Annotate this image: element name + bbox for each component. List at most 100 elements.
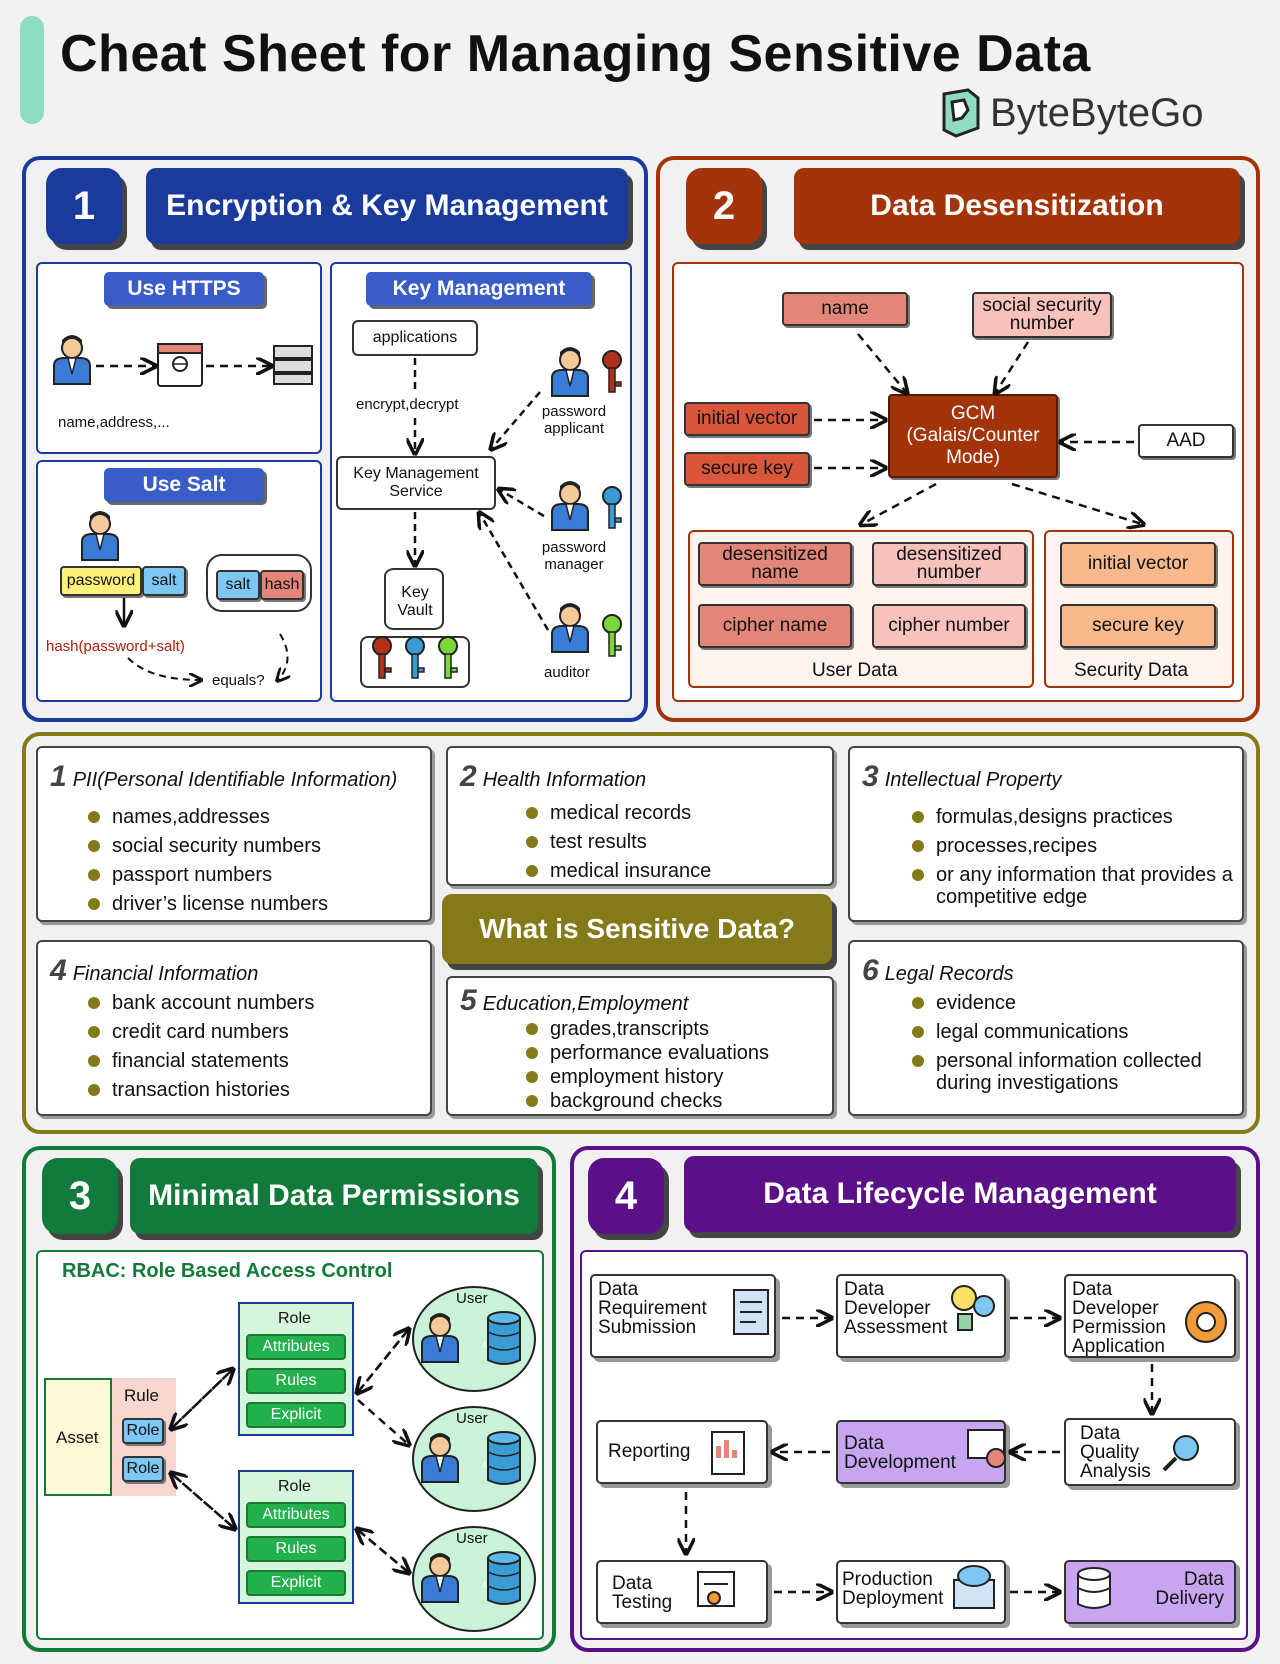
card-health-heading: Health Information bbox=[482, 769, 647, 791]
key-management-service-box: Key Management Service bbox=[336, 456, 496, 510]
card-health-num: 2 bbox=[460, 760, 477, 793]
salt-chip: salt bbox=[142, 566, 186, 596]
rbac-title: RBAC: Role Based Access Control bbox=[62, 1260, 393, 1282]
db-hash-chip: hash bbox=[260, 570, 304, 600]
title-accent-bar bbox=[20, 16, 44, 124]
list-item: processes,recipes bbox=[912, 835, 1238, 857]
list-item: names,addresses bbox=[88, 806, 328, 828]
list-item: background checks bbox=[526, 1090, 769, 1112]
card-pii-heading: PII(Personal Identifiable Information) bbox=[72, 769, 398, 791]
brand-logo: ByteByteGo bbox=[940, 88, 1203, 138]
list-item: legal communications bbox=[912, 1021, 1238, 1043]
section-3-title: Minimal Data Permissions bbox=[130, 1158, 538, 1234]
list-item: grades,transcripts bbox=[526, 1018, 769, 1040]
card-pii-num: 1 bbox=[50, 760, 67, 793]
aad-input: AAD bbox=[1138, 424, 1234, 458]
list-item: credit card numbers bbox=[88, 1021, 314, 1043]
cipher-number: cipher number bbox=[872, 604, 1026, 648]
card-financial-num: 4 bbox=[50, 954, 67, 987]
step-developer-assessment: Data Developer Assessment bbox=[836, 1274, 1006, 1358]
explicit-2: Explicit bbox=[246, 1570, 346, 1596]
step-label: Data Developer Assessment bbox=[844, 1279, 948, 1338]
step-label: Data Developer Permission Application bbox=[1072, 1279, 1166, 1357]
secure-key-input: secure key bbox=[684, 452, 810, 486]
explicit-1: Explicit bbox=[246, 1402, 346, 1428]
equals-text: equals? bbox=[212, 672, 265, 689]
user-data-label: User Data bbox=[812, 660, 898, 681]
step-label: Data Quality Analysis bbox=[1080, 1423, 1151, 1482]
step-label: Data Requirement Submission bbox=[598, 1279, 707, 1338]
step-data-delivery: Data Delivery bbox=[1064, 1560, 1236, 1624]
role-box-2-label: Role bbox=[278, 1478, 311, 1495]
ssn-input: social security number bbox=[972, 292, 1112, 338]
role-box-1-label: Role bbox=[278, 1310, 311, 1327]
key-vault-label: Key Vault bbox=[397, 584, 433, 619]
list-item: test results bbox=[526, 831, 711, 853]
list-item: evidence bbox=[912, 992, 1238, 1014]
user-3-db-label: Attributes bbox=[482, 1581, 516, 1590]
step-label: Reporting bbox=[608, 1441, 691, 1462]
password-manager-label: password manager bbox=[541, 539, 607, 573]
card-education-num: 5 bbox=[460, 984, 477, 1017]
list-item: transaction histories bbox=[88, 1079, 314, 1101]
step-production-deployment: Production Deployment bbox=[836, 1560, 1006, 1624]
applications-box: applications bbox=[352, 320, 478, 356]
card-legal-num: 6 bbox=[862, 954, 879, 987]
key-vault-cylinder bbox=[384, 568, 444, 630]
auditor-label: auditor bbox=[544, 664, 590, 681]
gcm-box: GCM (Galais/Counter Mode) bbox=[888, 394, 1058, 478]
initial-vector-input: initial vector bbox=[684, 402, 810, 436]
desensitized-name: desensitized name bbox=[698, 542, 852, 586]
page-title: Cheat Sheet for Managing Sensitive Data bbox=[60, 25, 1091, 83]
initial-vector-output: initial vector bbox=[1060, 542, 1216, 586]
card-education-heading: Education,Employment bbox=[482, 993, 689, 1015]
secure-key-output: secure key bbox=[1060, 604, 1216, 648]
role-chip-1: Role bbox=[122, 1418, 164, 1444]
use-salt-label: Use Salt bbox=[104, 468, 264, 502]
rules-1: Rules bbox=[246, 1368, 346, 1394]
rules-2: Rules bbox=[246, 1536, 346, 1562]
step-label: Production Deployment bbox=[842, 1569, 944, 1609]
list-item: formulas,designs practices bbox=[912, 806, 1238, 828]
user-1-label: User bbox=[456, 1290, 488, 1307]
step-label: Data Development bbox=[844, 1433, 956, 1473]
encrypt-decrypt-label: encrypt,decrypt bbox=[356, 396, 459, 413]
list-item: passport numbers bbox=[88, 864, 328, 886]
step-requirement-submission: Data Requirement Submission bbox=[590, 1274, 776, 1358]
section-3-badge: 3 bbox=[42, 1158, 118, 1234]
step-permission-application: Data Developer Permission Application bbox=[1064, 1274, 1236, 1358]
section-4-title: Data Lifecycle Management bbox=[684, 1156, 1236, 1232]
keys-tray bbox=[360, 636, 470, 688]
user-2-db-label: Attributes bbox=[482, 1461, 516, 1470]
https-badge: HTTPS bbox=[162, 373, 192, 383]
attributes-2: Attributes bbox=[246, 1502, 346, 1528]
section-2-title: Data Desensitization bbox=[794, 168, 1240, 244]
name-input: name bbox=[782, 292, 908, 326]
list-item: medical records bbox=[526, 802, 711, 824]
card-ip-heading: Intellectual Property bbox=[884, 769, 1062, 791]
brand-name: ByteByteGo bbox=[990, 90, 1204, 135]
user-1-db-label: Attributes bbox=[482, 1341, 516, 1350]
https-caption: name,address,... bbox=[58, 414, 170, 431]
card-ip-num: 3 bbox=[862, 760, 879, 793]
rule-label: Rule bbox=[124, 1386, 159, 1405]
bytebytego-logo-icon bbox=[942, 88, 980, 138]
password-applicant-label: password applicant bbox=[541, 403, 607, 437]
section-1-badge: 1 bbox=[46, 168, 122, 244]
list-item: employment history bbox=[526, 1066, 769, 1088]
step-data-testing: Data Testing bbox=[596, 1560, 768, 1624]
step-label: Data Delivery bbox=[1155, 1569, 1224, 1609]
db-salt-chip: salt bbox=[216, 570, 260, 600]
list-item: financial statements bbox=[88, 1050, 314, 1072]
section-2-badge: 2 bbox=[686, 168, 762, 244]
step-data-development: Data Development bbox=[836, 1420, 1006, 1484]
section-1-title: Encryption & Key Management bbox=[146, 168, 628, 244]
cipher-name: cipher name bbox=[698, 604, 852, 648]
user-2-label: User bbox=[456, 1410, 488, 1427]
